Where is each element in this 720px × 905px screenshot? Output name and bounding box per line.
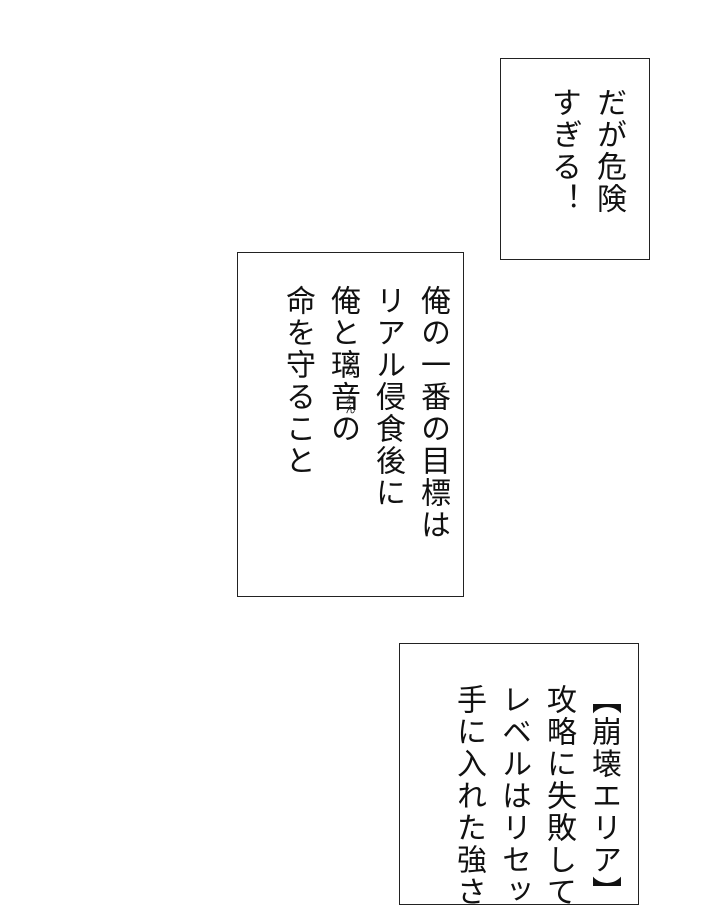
caption-line: レベルはリセット (496, 684, 531, 905)
furigana-ri: り (343, 366, 354, 376)
caption-box-1: だが危険 すぎる！ (500, 58, 650, 260)
caption-line: 攻略に失敗して (541, 684, 576, 905)
caption-line: 俺の一番の目標は (415, 285, 450, 541)
caption-line: すぎる！ (546, 87, 581, 215)
furigana-on: おん (343, 394, 354, 414)
caption-box-3: 【崩壊エリア】の 攻略に失敗して レベルはリセット 手に入れた強さ (399, 643, 639, 905)
caption-text-2: 俺の一番の目標は リアル侵食後に 俺と璃音の 命を守ること (275, 285, 455, 541)
caption-text-3: 【崩壊エリア】の 攻略に失敗して レベルはリセット 手に入れた強さ (446, 684, 626, 905)
caption-line: 命を守ること (280, 285, 315, 477)
caption-line: 俺と璃音の (325, 285, 360, 445)
caption-text-1: だが危険 すぎる！ (541, 87, 631, 215)
caption-line: 手に入れた強さ (451, 684, 486, 905)
caption-line: リアル侵食後に (370, 285, 405, 509)
caption-line: だが危険 (591, 87, 626, 215)
caption-line: 【崩壊エリア】の (586, 684, 621, 905)
caption-box-2: 俺の一番の目標は リアル侵食後に 俺と璃音の 命を守ること り おん (237, 252, 464, 597)
